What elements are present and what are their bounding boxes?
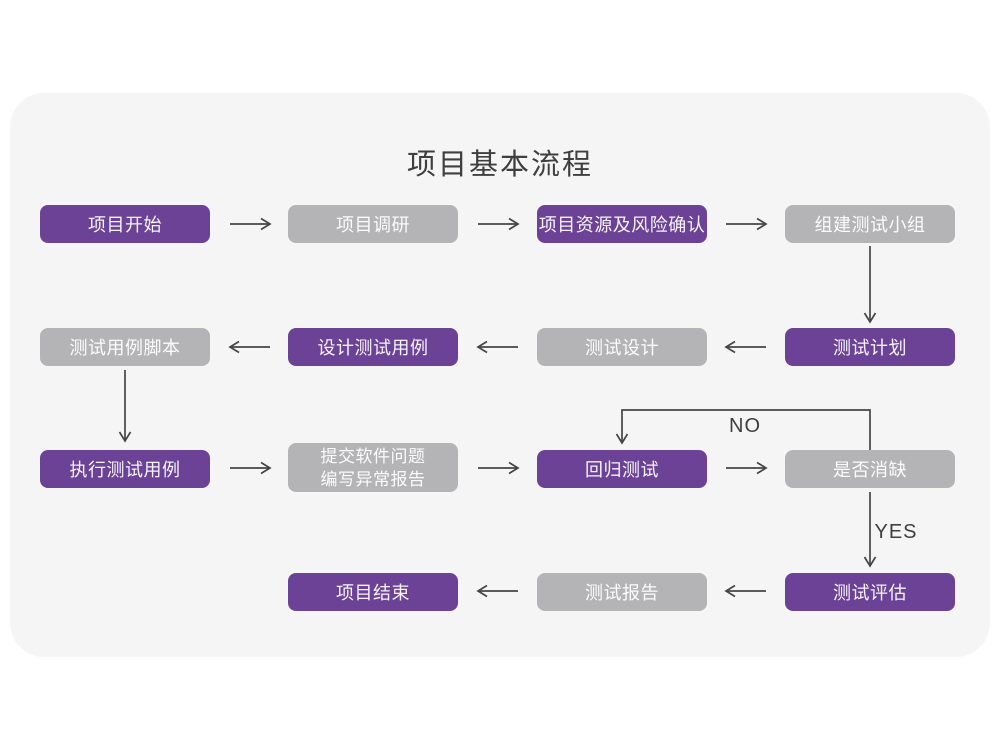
node-execute-test-case: 执行测试用例 (40, 450, 210, 488)
node-label: 测试用例脚本 (69, 338, 181, 358)
node-label: 测试设计 (585, 338, 659, 358)
node-project-research: 项目调研 (288, 205, 458, 243)
node-defect-resolved: 是否消缺 (785, 450, 955, 488)
node-label-line2: 编写异常报告 (320, 469, 426, 489)
node-label: 项目开始 (88, 215, 162, 235)
flowchart-panel (10, 93, 990, 657)
node-label-line1: 提交软件问题 (320, 446, 426, 466)
node-project-start: 项目开始 (40, 205, 210, 243)
node-regression-test: 回归测试 (537, 450, 707, 488)
node-label: 项目资源及风险确认 (538, 215, 706, 235)
node-build-test-team: 组建测试小组 (785, 205, 955, 243)
node-label: 测试报告 (585, 583, 659, 603)
node-label: 是否消缺 (833, 460, 907, 480)
node-label: 组建测试小组 (814, 215, 926, 235)
node-label: 测试计划 (833, 338, 907, 358)
node-resources-risk: 项目资源及风险确认 (537, 205, 707, 243)
node-label: 设计测试用例 (317, 338, 429, 358)
node-test-evaluation: 测试评估 (785, 573, 955, 611)
node-label: 回归测试 (585, 460, 659, 480)
node-design-test-case: 设计测试用例 (288, 328, 458, 366)
edge-label-yes: YES (874, 521, 918, 543)
edge-label-no: NO (729, 415, 761, 437)
node-project-end: 项目结束 (288, 573, 458, 611)
page-title: 项目基本流程 (406, 149, 593, 181)
node-label: 测试评估 (833, 583, 907, 603)
node-label: 项目调研 (336, 215, 410, 235)
node-test-report: 测试报告 (537, 573, 707, 611)
node-label: 项目结束 (336, 583, 410, 603)
node-submit-issue-report: 提交软件问题 编写异常报告 (288, 443, 458, 492)
node-test-plan: 测试计划 (785, 328, 955, 366)
node-label: 执行测试用例 (69, 460, 181, 480)
node-test-design: 测试设计 (537, 328, 707, 366)
node-test-case-script: 测试用例脚本 (40, 328, 210, 366)
